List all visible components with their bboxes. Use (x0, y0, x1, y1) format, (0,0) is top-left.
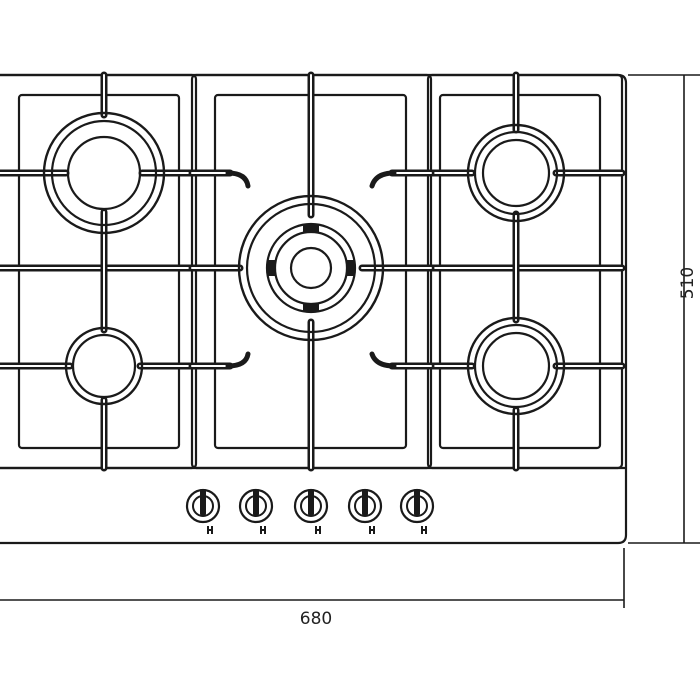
control-knob-5 (399, 488, 435, 534)
flame-symbol-icon (207, 526, 213, 534)
grate-hook (369, 351, 397, 369)
burner-ring (481, 331, 551, 401)
burner-flame-port (303, 304, 319, 312)
pan-support-zones (0, 71, 626, 472)
knob-handle (414, 489, 420, 515)
grate-hook (225, 351, 251, 369)
burner-ring (473, 130, 559, 216)
burner-ring (71, 333, 137, 399)
burner-top-right (466, 123, 566, 223)
burner-ring (42, 111, 166, 235)
burner-bottom-right (466, 316, 566, 416)
grate-hook (225, 170, 251, 189)
burner-ring (265, 222, 357, 314)
burner-flame-port (267, 260, 275, 276)
control-knobs (185, 488, 435, 534)
knob-handle (200, 489, 206, 515)
burner-center (237, 194, 385, 342)
burner-ring (466, 123, 566, 223)
width-label: 680 (300, 609, 332, 629)
burner-ring (245, 202, 377, 334)
burner-ring (50, 119, 158, 227)
flame-symbol-icon (421, 526, 427, 534)
burner-ring (66, 135, 142, 211)
burner-ring (273, 230, 349, 306)
burner-flame-port (303, 224, 319, 232)
depth-label: 510 (678, 267, 698, 299)
burner-ring (466, 316, 566, 416)
burner-ring (64, 326, 144, 406)
burner-flame-port (347, 260, 355, 276)
control-knob-4 (347, 488, 383, 534)
burner-ring (237, 194, 385, 342)
flame-symbol-icon (260, 526, 266, 534)
knob-handle (253, 489, 259, 515)
grate-hook (369, 170, 397, 189)
knob-handle (308, 489, 314, 515)
burner-bottom-left (64, 326, 144, 406)
control-knob-3 (293, 488, 329, 534)
burners (42, 111, 566, 416)
knob-handle (362, 489, 368, 515)
burner-ring (289, 246, 333, 290)
flame-symbol-icon (315, 526, 321, 534)
dimension-lines (0, 74, 700, 608)
flame-symbol-icon (369, 526, 375, 534)
burner-ring (473, 323, 559, 409)
burner-ring (481, 138, 551, 208)
burner-top-left (42, 111, 166, 235)
control-knob-1 (185, 488, 221, 534)
control-knob-2 (238, 488, 274, 534)
